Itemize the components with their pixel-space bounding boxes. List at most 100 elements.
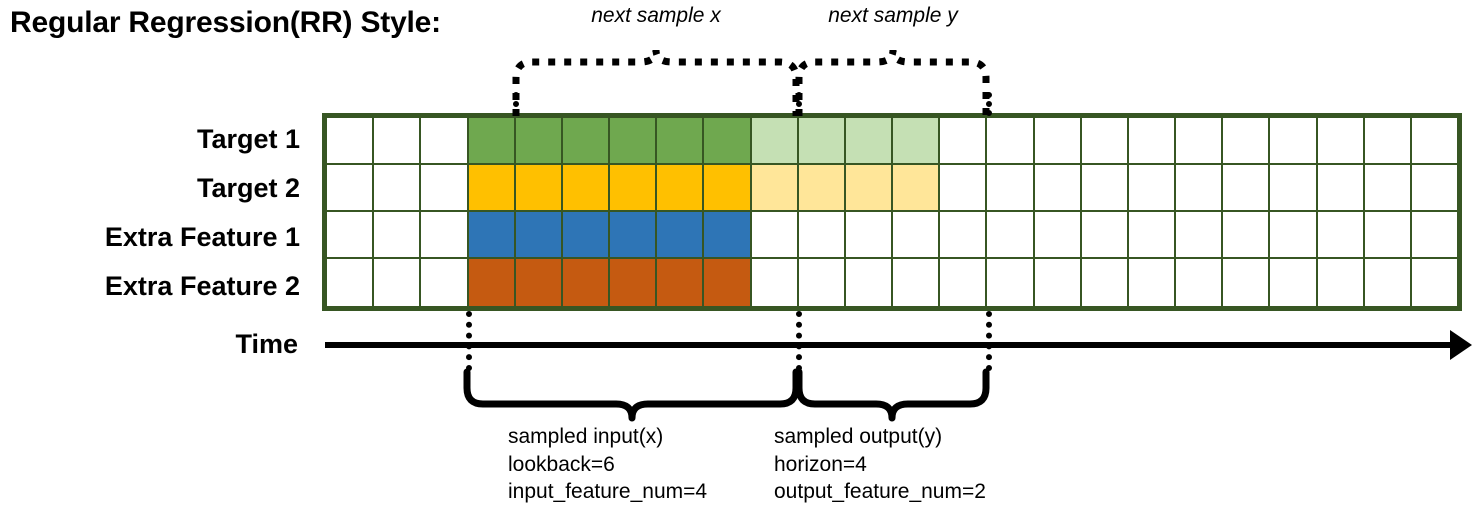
grid-cell	[421, 259, 467, 306]
grid-cell	[987, 259, 1033, 306]
sampled-output-line-3: output_feature_num=2	[774, 480, 986, 504]
grid-cell	[1176, 118, 1222, 163]
grid-cell	[327, 212, 373, 257]
sampled-output-line-2: horizon=4	[774, 452, 867, 476]
time-axis-line	[325, 342, 1465, 348]
grid-cell	[421, 165, 467, 210]
grid-cell	[1317, 165, 1363, 210]
grid-cell	[1081, 212, 1127, 257]
grid-row-extra-feature-2	[327, 259, 1458, 306]
annotation-next-sample-y: next sample y	[828, 4, 958, 27]
grid-cell	[798, 212, 844, 257]
grid-cell	[1128, 212, 1175, 257]
grid-cell	[515, 165, 561, 210]
guide-line-output-end-lower	[986, 311, 992, 371]
grid-cell	[610, 212, 656, 257]
sampled-input-line-2: lookback=6	[508, 452, 615, 476]
grid-cell	[1317, 118, 1363, 163]
grid-cell	[374, 165, 420, 210]
grid-cell	[374, 259, 420, 306]
grid-cell	[1411, 212, 1458, 257]
annotation-next-sample-x: next sample x	[591, 4, 721, 27]
grid-cell	[1081, 118, 1127, 163]
grid-cell	[468, 259, 514, 306]
brace-bottom-sampled-output	[795, 368, 990, 422]
grid-cell	[940, 118, 986, 163]
grid-cell	[1317, 259, 1363, 306]
grid-cell	[1364, 259, 1410, 306]
grid-cell	[1364, 212, 1410, 257]
grid-cell	[704, 118, 750, 163]
brace-bottom-sampled-input	[463, 368, 800, 422]
grid-cell	[657, 259, 703, 306]
grid-cell	[1411, 165, 1458, 210]
grid-cell	[1081, 165, 1127, 210]
grid-cell	[751, 118, 797, 163]
row-label-extra-feature-1: Extra Feature 1	[104, 222, 300, 252]
guide-line-split	[796, 92, 802, 116]
grid-cell	[1176, 259, 1222, 306]
grid-cell	[468, 212, 514, 257]
grid-cell	[1364, 165, 1410, 210]
grid-cell	[468, 165, 514, 210]
grid-cell	[893, 212, 939, 257]
grid-cell	[657, 118, 703, 163]
grid-cell	[421, 212, 467, 257]
grid-cell	[1270, 259, 1316, 306]
row-label-extra-feature-2: Extra Feature 2	[104, 271, 300, 301]
grid-cell	[327, 165, 373, 210]
brace-top-next-sample-x	[512, 49, 800, 116]
grid-cell	[987, 212, 1033, 257]
grid-cell	[562, 259, 609, 306]
grid-cell	[1317, 212, 1363, 257]
grid-cell	[657, 165, 703, 210]
time-axis-arrow-icon	[1450, 330, 1472, 360]
grid-cell	[515, 259, 561, 306]
grid-cell	[798, 165, 844, 210]
sampled-input-line-1: sampled input(x)	[508, 425, 664, 448]
grid-cell	[1223, 118, 1269, 163]
grid-cell	[798, 259, 844, 306]
grid-cell	[374, 118, 420, 163]
grid-cell	[374, 212, 420, 257]
grid-cell	[893, 165, 939, 210]
row-label-target-1: Target 1	[196, 124, 300, 154]
grid-cell	[845, 165, 892, 210]
grid-cell	[940, 259, 986, 306]
guide-line-input-start-lower	[466, 311, 472, 371]
grid-cell	[893, 118, 939, 163]
guide-line-split-lower	[796, 311, 802, 371]
grid-cell	[1128, 165, 1175, 210]
grid-row-extra-feature-1	[327, 212, 1458, 259]
grid-cell	[751, 165, 797, 210]
sampled-output-line-1: sampled output(y)	[774, 425, 943, 448]
grid-cell	[1128, 118, 1175, 163]
grid-row-target-1	[327, 118, 1458, 165]
grid-cell	[1270, 165, 1316, 210]
grid-cell	[657, 212, 703, 257]
grid-cell	[1270, 118, 1316, 163]
grid-cell	[610, 165, 656, 210]
brace-top-next-sample-y	[795, 49, 990, 116]
grid-cell	[940, 212, 986, 257]
grid-cell	[1128, 259, 1175, 306]
grid-cell	[798, 118, 844, 163]
grid-cell	[421, 118, 467, 163]
time-axis-label: Time	[235, 329, 298, 359]
grid-cell	[562, 165, 609, 210]
grid-cell	[1223, 165, 1269, 210]
grid-row-target-2	[327, 165, 1458, 212]
grid-cell	[845, 259, 892, 306]
guide-line-input-start	[513, 92, 519, 116]
grid-cell	[1411, 118, 1458, 163]
grid-cell	[1364, 118, 1410, 163]
grid-cell	[562, 118, 609, 163]
grid-cell	[1176, 165, 1222, 210]
annotation-sampled-output: sampled output(y) horizon=4 output_featu…	[774, 423, 986, 506]
grid-cell	[1223, 212, 1269, 257]
guide-line-output-end	[986, 92, 992, 116]
grid-cell	[987, 118, 1033, 163]
grid-cell	[610, 259, 656, 306]
grid-cell	[1081, 259, 1127, 306]
